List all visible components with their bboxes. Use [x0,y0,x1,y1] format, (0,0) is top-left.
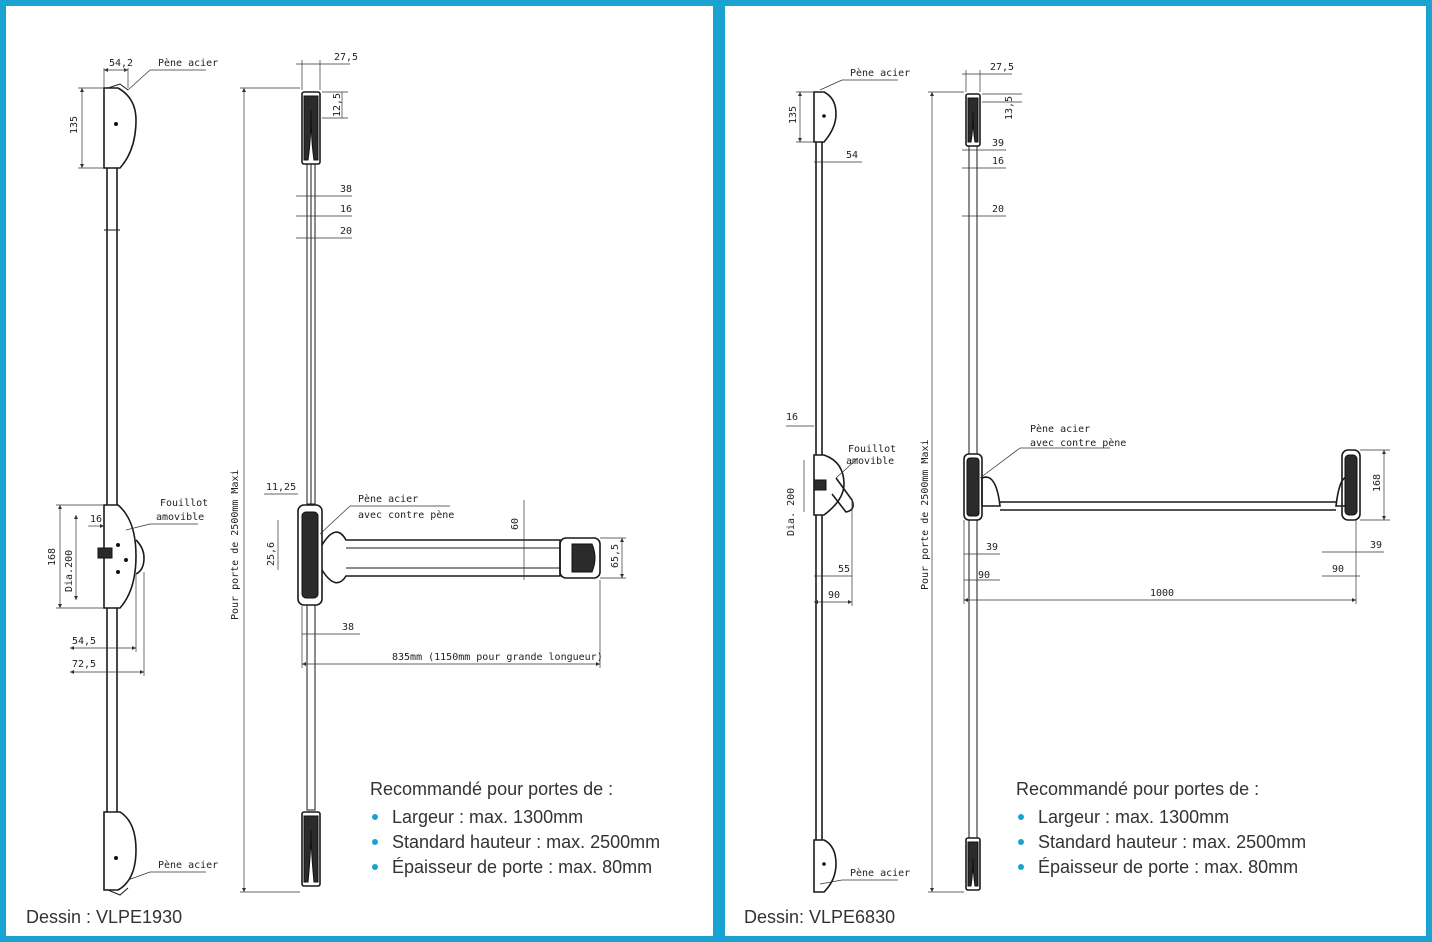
left-callouts: Pène acier Fouillot amovible Pène acier [125,57,218,881]
r-dim-55: 55 [838,564,850,575]
right-notes: Recommandé pour portes de : Largeur : ma… [1016,779,1306,877]
dim-27-5: 27,5 [334,52,358,63]
r-label-contre-2: avec contre pène [1030,437,1126,449]
dim-dia200: Dia.200 [64,550,75,592]
dim-54-2: 54,2 [109,58,133,69]
r-label-amovible: amovible [846,456,894,467]
dim-168: 168 [47,548,58,566]
dim-12-5: 12,5 [332,93,343,117]
label-contre-2: avec contre pène [358,509,454,521]
right-front-view [963,93,1361,891]
r-dim-90-side: 90 [828,590,840,601]
left-dimensions: 54,2 135 168 Dia.200 16 54,5 72,5 [47,58,145,676]
r-dim-54: 54 [846,150,858,161]
r-label-fouillot: Fouillot [848,444,896,455]
r-label-contre-1: Pène acier [1030,423,1090,435]
r-dim-27-5: 27,5 [990,62,1014,73]
dim-60: 60 [510,518,521,530]
right-side-dimensions: Pène acier 135 54 16 Dia. 200 Fouillot a… [786,67,910,885]
dim-72-5: 72,5 [72,659,96,670]
dim-54-5: 54,5 [72,636,96,647]
label-pene-top: Pène acier [158,57,218,69]
left-notes-title: Recommandé pour portes de : [370,779,613,799]
left-panel-frame [0,0,719,942]
r-dim-168: 168 [1372,474,1383,492]
left-notes: Recommandé pour portes de : Largeur : ma… [370,779,660,877]
top-bolt-housing [103,87,137,169]
center-case [103,504,137,609]
dim-38-bottom: 38 [342,622,354,633]
r-dim-39-front: 39 [986,542,998,553]
dim-38-top: 38 [340,184,352,195]
right-panel: Pène acier 135 54 16 Dia. 200 Fouillot a… [744,62,1390,927]
left-note-1: Largeur : max. 1300mm [392,807,583,827]
r-label-pene-top: Pène acier [850,67,910,79]
left-front-dimensions: Pour porte de 2500mm Maxi 27,5 12,5 38 1… [230,52,626,893]
right-note-1: Largeur : max. 1300mm [1038,807,1229,827]
r-dim-1000: 1000 [1150,588,1174,599]
dim-16: 16 [90,514,102,525]
dim-16-top: 16 [340,204,352,215]
r-dim-90-front: 90 [978,570,990,581]
r-dim-16-side: 16 [786,412,798,423]
right-note-3: Épaisseur de porte : max. 80mm [1038,857,1298,877]
right-notes-title: Recommandé pour portes de : [1016,779,1259,799]
dim-25-6: 25,6 [266,542,277,566]
r-dim-16-top: 16 [992,156,1004,167]
r-dim-height: Pour porte de 2500mm Maxi [920,439,931,590]
left-note-2: Standard hauteur : max. 2500mm [392,832,660,852]
r-dim-135: 135 [788,106,799,124]
dim-65-5: 65,5 [610,544,621,568]
r-dim-20: 20 [992,204,1004,215]
left-note-3: Épaisseur de porte : max. 80mm [392,857,652,877]
label-contre-1: Pène acier [358,493,418,505]
dim-height: Pour porte de 2500mm Maxi [230,469,241,620]
r-dim-dia200: Dia. 200 [786,488,797,536]
left-side-view [97,83,145,896]
dim-20: 20 [340,226,352,237]
right-front-dimensions: Pour porte de 2500mm Maxi 27,5 13,5 39 1… [920,62,1390,893]
label-fouillot: Fouillot [160,498,208,509]
label-pene-bottom: Pène acier [158,859,218,871]
right-panel-frame [719,0,1432,942]
right-end-cap [559,537,601,579]
label-amovible: amovible [156,512,204,523]
left-drawing-label: Dessin : VLPE1930 [26,907,182,927]
right-note-2: Standard hauteur : max. 2500mm [1038,832,1306,852]
r-label-pene-bottom: Pène acier [850,867,910,879]
right-side-view [813,91,854,893]
dim-135: 135 [69,116,80,134]
dim-835: 835mm (1150mm pour grande longueur) [392,652,603,663]
left-panel: 54,2 135 168 Dia.200 16 54,5 72,5 Pène [26,52,660,927]
r-dim-13-5: 13,5 [1004,96,1015,120]
r-dim-39-right: 39 [1370,540,1382,551]
bottom-latch [301,811,321,887]
right-drawing-label: Dessin: VLPE6830 [744,907,895,927]
r-dim-39-top: 39 [992,138,1004,149]
dim-11-25: 11,25 [266,482,296,493]
bottom-bolt-housing [103,811,137,891]
r-dim-90-right: 90 [1332,564,1344,575]
